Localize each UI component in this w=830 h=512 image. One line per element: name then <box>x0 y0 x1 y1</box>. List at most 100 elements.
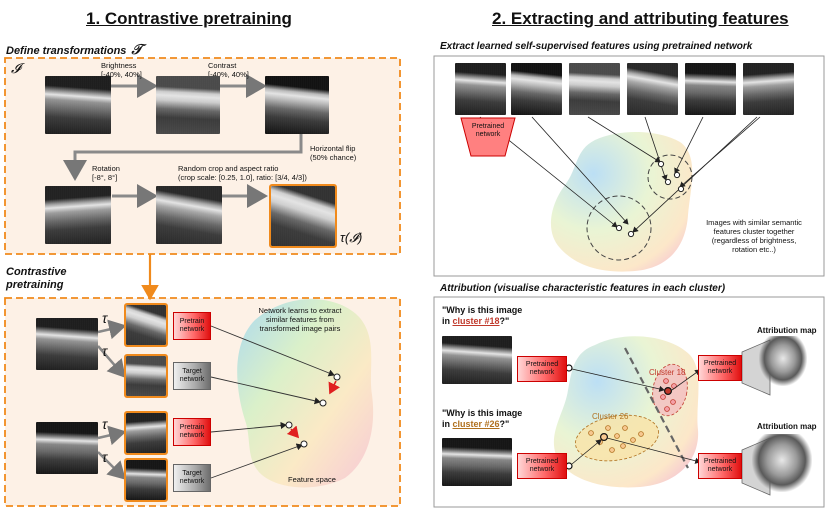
pull-arrow-2 <box>286 425 300 439</box>
cluster-18-selected <box>663 387 672 396</box>
learn-note: Network learns to extract similar featur… <box>258 306 342 333</box>
tau-symbol: 𝒯 <box>131 41 143 57</box>
target-network-1: Target network <box>173 362 211 390</box>
feature-point <box>673 171 681 179</box>
feature-point <box>627 230 635 238</box>
arrow-img2-pre <box>97 425 127 446</box>
tau-label: τ <box>102 310 108 326</box>
arrow-img1-tgt <box>97 345 126 378</box>
feature-point <box>677 185 685 193</box>
attribution-map-1 <box>759 336 807 386</box>
extract-arrow <box>679 116 761 188</box>
oct-extract-6 <box>743 63 794 115</box>
attribution-map-label-1: Attribution map <box>757 326 817 335</box>
feature-point <box>300 440 308 448</box>
feature-point <box>319 399 327 407</box>
attribution-map-label-2: Attribution map <box>757 422 817 431</box>
oct-pair1-b <box>124 354 168 398</box>
oct-extract-4 <box>627 63 678 115</box>
rotation-label: Rotation [-8°, 8°] <box>92 164 120 182</box>
cluster-26-point <box>609 447 615 453</box>
oct-texture <box>126 460 166 500</box>
pretrained-network-q1: Pretrained network <box>517 356 567 382</box>
cluster-26-point <box>605 425 611 431</box>
extract-arrow <box>587 116 661 163</box>
oct-extract-1 <box>455 63 506 115</box>
question-cluster-26: "Why is this image in cluster #26?" <box>442 408 523 429</box>
extract-label: Extract learned self-supervised features… <box>440 41 753 52</box>
cluster-18-point <box>664 406 670 412</box>
tau-label: τ <box>102 449 108 465</box>
cluster-26-point <box>622 425 628 431</box>
tau-label: τ <box>102 416 108 432</box>
attribution-map-2 <box>752 434 812 492</box>
arrow-img2-tgt <box>97 451 126 480</box>
question-cluster-18: "Why is this image in cluster #18?" <box>442 305 523 326</box>
oct-texture <box>442 336 512 384</box>
output-symbol: τ(𝓘) <box>340 230 363 245</box>
left-title: 1. Contrastive pretraining <box>86 9 292 28</box>
attribution-label: Attribution (visualise characteristic fe… <box>440 283 726 294</box>
pretrained-network-q2: Pretrained network <box>517 453 567 479</box>
oct-texture <box>45 76 111 134</box>
feature-point <box>615 224 623 232</box>
oct-texture <box>126 305 166 345</box>
oct-brightness <box>156 76 220 134</box>
target-arrow-2 <box>210 443 303 479</box>
oct-texture <box>156 186 222 244</box>
feature-space-blob-extract <box>550 131 693 272</box>
oct-extract-5 <box>685 63 736 115</box>
extract-arrow <box>531 116 629 225</box>
attr-arrow-out-2 <box>606 437 701 464</box>
feature-point <box>333 373 341 381</box>
oct-texture <box>569 63 620 115</box>
cluster-26-point <box>638 431 644 437</box>
oct-extract-3 <box>569 63 620 115</box>
oct-texture <box>511 63 562 115</box>
oct-rotation <box>156 186 222 244</box>
cluster-26-selected <box>599 433 608 442</box>
target-arrow-1 <box>210 376 321 405</box>
feature-space-blob-left <box>237 299 374 488</box>
oct-pair1-input <box>36 318 98 370</box>
pretrained-network-out-1: Pretrained network <box>698 355 742 381</box>
oct-pair2-b <box>124 458 168 502</box>
cluster-26-point <box>588 430 594 436</box>
cluster-26-point <box>620 443 626 449</box>
pretrain-network-1: Pretrain network <box>173 312 211 340</box>
oct-texture <box>265 76 329 134</box>
pretrained-network-trapezoid <box>460 117 516 157</box>
cluster-note: Images with similar semantic features cl… <box>706 218 802 254</box>
arrow-flip <box>63 122 303 181</box>
target-network-2: Target network <box>173 464 211 492</box>
oct-texture <box>45 186 111 244</box>
oct-pair1-a <box>124 303 168 347</box>
oct-crop <box>269 184 337 248</box>
contrast-label: Contrast [-40%, 40%] <box>208 61 249 79</box>
cluster-18-point <box>670 399 676 405</box>
pretrain-arrow-1 <box>210 325 335 377</box>
oct-texture <box>743 63 794 115</box>
feature-space-label: Feature space <box>288 475 336 484</box>
oct-texture <box>156 76 220 134</box>
oct-texture <box>36 318 98 370</box>
cluster-26-link[interactable]: cluster #26 <box>452 419 500 429</box>
oct-extract-2 <box>511 63 562 115</box>
decision-boundary <box>624 347 689 469</box>
oct-texture <box>685 63 736 115</box>
oct-input <box>45 76 111 134</box>
right-title: 2. Extracting and attributing features <box>492 9 789 28</box>
pull-arrow-1 <box>328 380 341 395</box>
oct-flip <box>45 186 111 244</box>
cluster-18-point <box>660 394 666 400</box>
oct-texture <box>36 422 98 474</box>
cluster-18-link[interactable]: cluster #18 <box>452 316 500 326</box>
contrastive-pretraining-label: Contrastive pretraining <box>6 266 67 291</box>
pretrain-arrow-2 <box>210 421 287 433</box>
oct-texture <box>271 186 335 246</box>
oct-texture <box>442 438 512 486</box>
arrow-img1-pre <box>97 319 127 340</box>
extract-arrow <box>632 116 758 233</box>
oct-query-1 <box>442 336 512 384</box>
cluster-circle-a <box>586 195 652 261</box>
